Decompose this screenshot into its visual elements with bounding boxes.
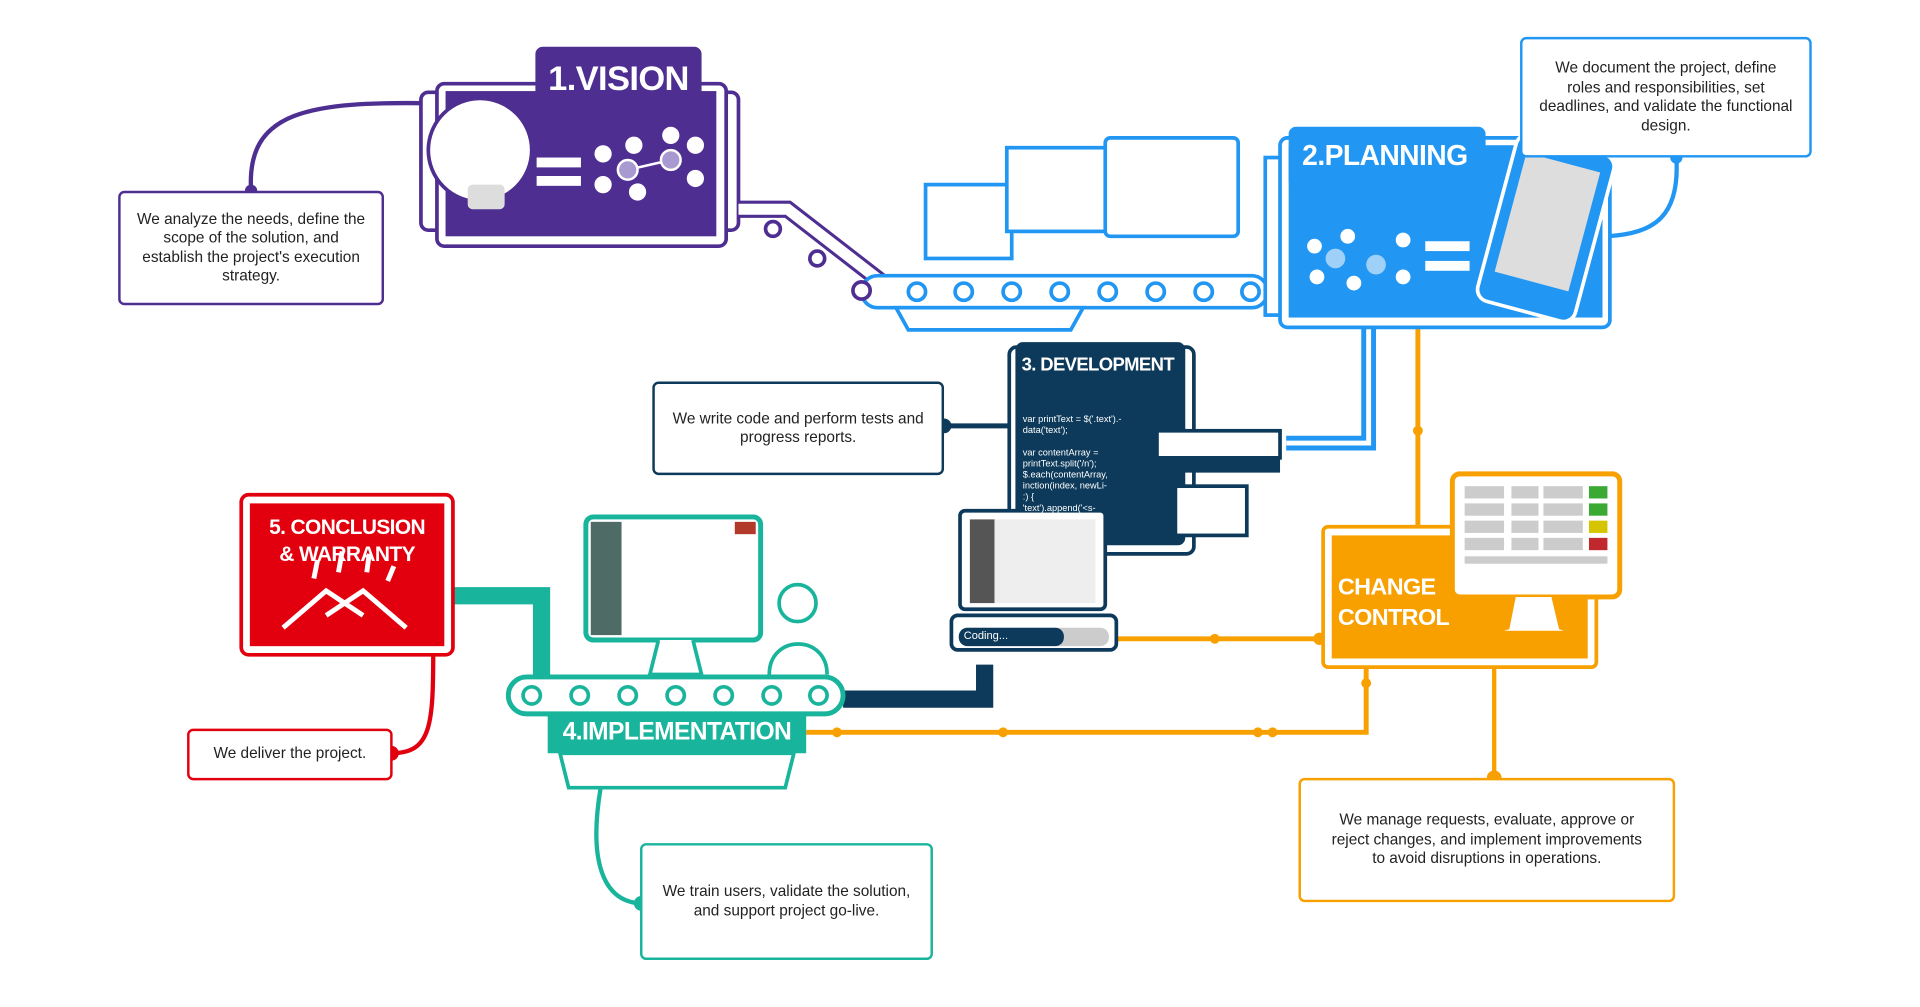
presentation-icon	[1004, 145, 1117, 234]
planning-connector	[1606, 157, 1679, 239]
conclusion-title-line2: & WARRANTY	[279, 542, 415, 567]
coding-progress-label: Coding...	[963, 628, 1009, 642]
planning-description: We document the project, define roles an…	[1520, 36, 1812, 158]
development-description: We write code and perform tests and prog…	[652, 381, 945, 476]
change-control-title: CHANGE CONTROL	[1337, 572, 1450, 634]
conclusion-connector	[391, 652, 436, 756]
vision-description: We analyze the needs, define the scope o…	[118, 190, 385, 306]
handshake-icon	[281, 550, 408, 630]
implementation-description: We train users, validate the solution, a…	[640, 843, 933, 961]
presenter-icon	[777, 582, 818, 624]
network-icon	[594, 126, 705, 201]
checklist-icon	[923, 182, 1014, 261]
tablet-icon	[1475, 132, 1616, 324]
implementation-connector	[594, 787, 641, 906]
development-title: 3. DEVELOPMENT	[1021, 354, 1175, 376]
conclusion-title-line1: 5. CONCLUSION	[269, 515, 426, 540]
change-control-title-line1: CHANGE	[1337, 574, 1436, 601]
monitor-icon	[1103, 136, 1241, 239]
vision-title: 1.VISION	[548, 59, 689, 98]
code-snippet: var printText = $('.text').- data('text'…	[1022, 413, 1122, 514]
network-icon	[1307, 228, 1411, 291]
vision-connector	[248, 100, 437, 191]
coding-progress-fill	[958, 627, 1064, 647]
conclusion-title: 5. CONCLUSION & WARRANTY	[250, 514, 444, 568]
implementation-title: 4.IMPLEMENTATION	[562, 718, 792, 746]
planning-title: 2.PLANNING	[1302, 139, 1468, 172]
conclusion-description: We deliver the project.	[187, 728, 393, 781]
change-control-title-line2: CONTROL	[1337, 605, 1450, 632]
change-control-description: We manage requests, evaluate, approve or…	[1298, 777, 1676, 903]
